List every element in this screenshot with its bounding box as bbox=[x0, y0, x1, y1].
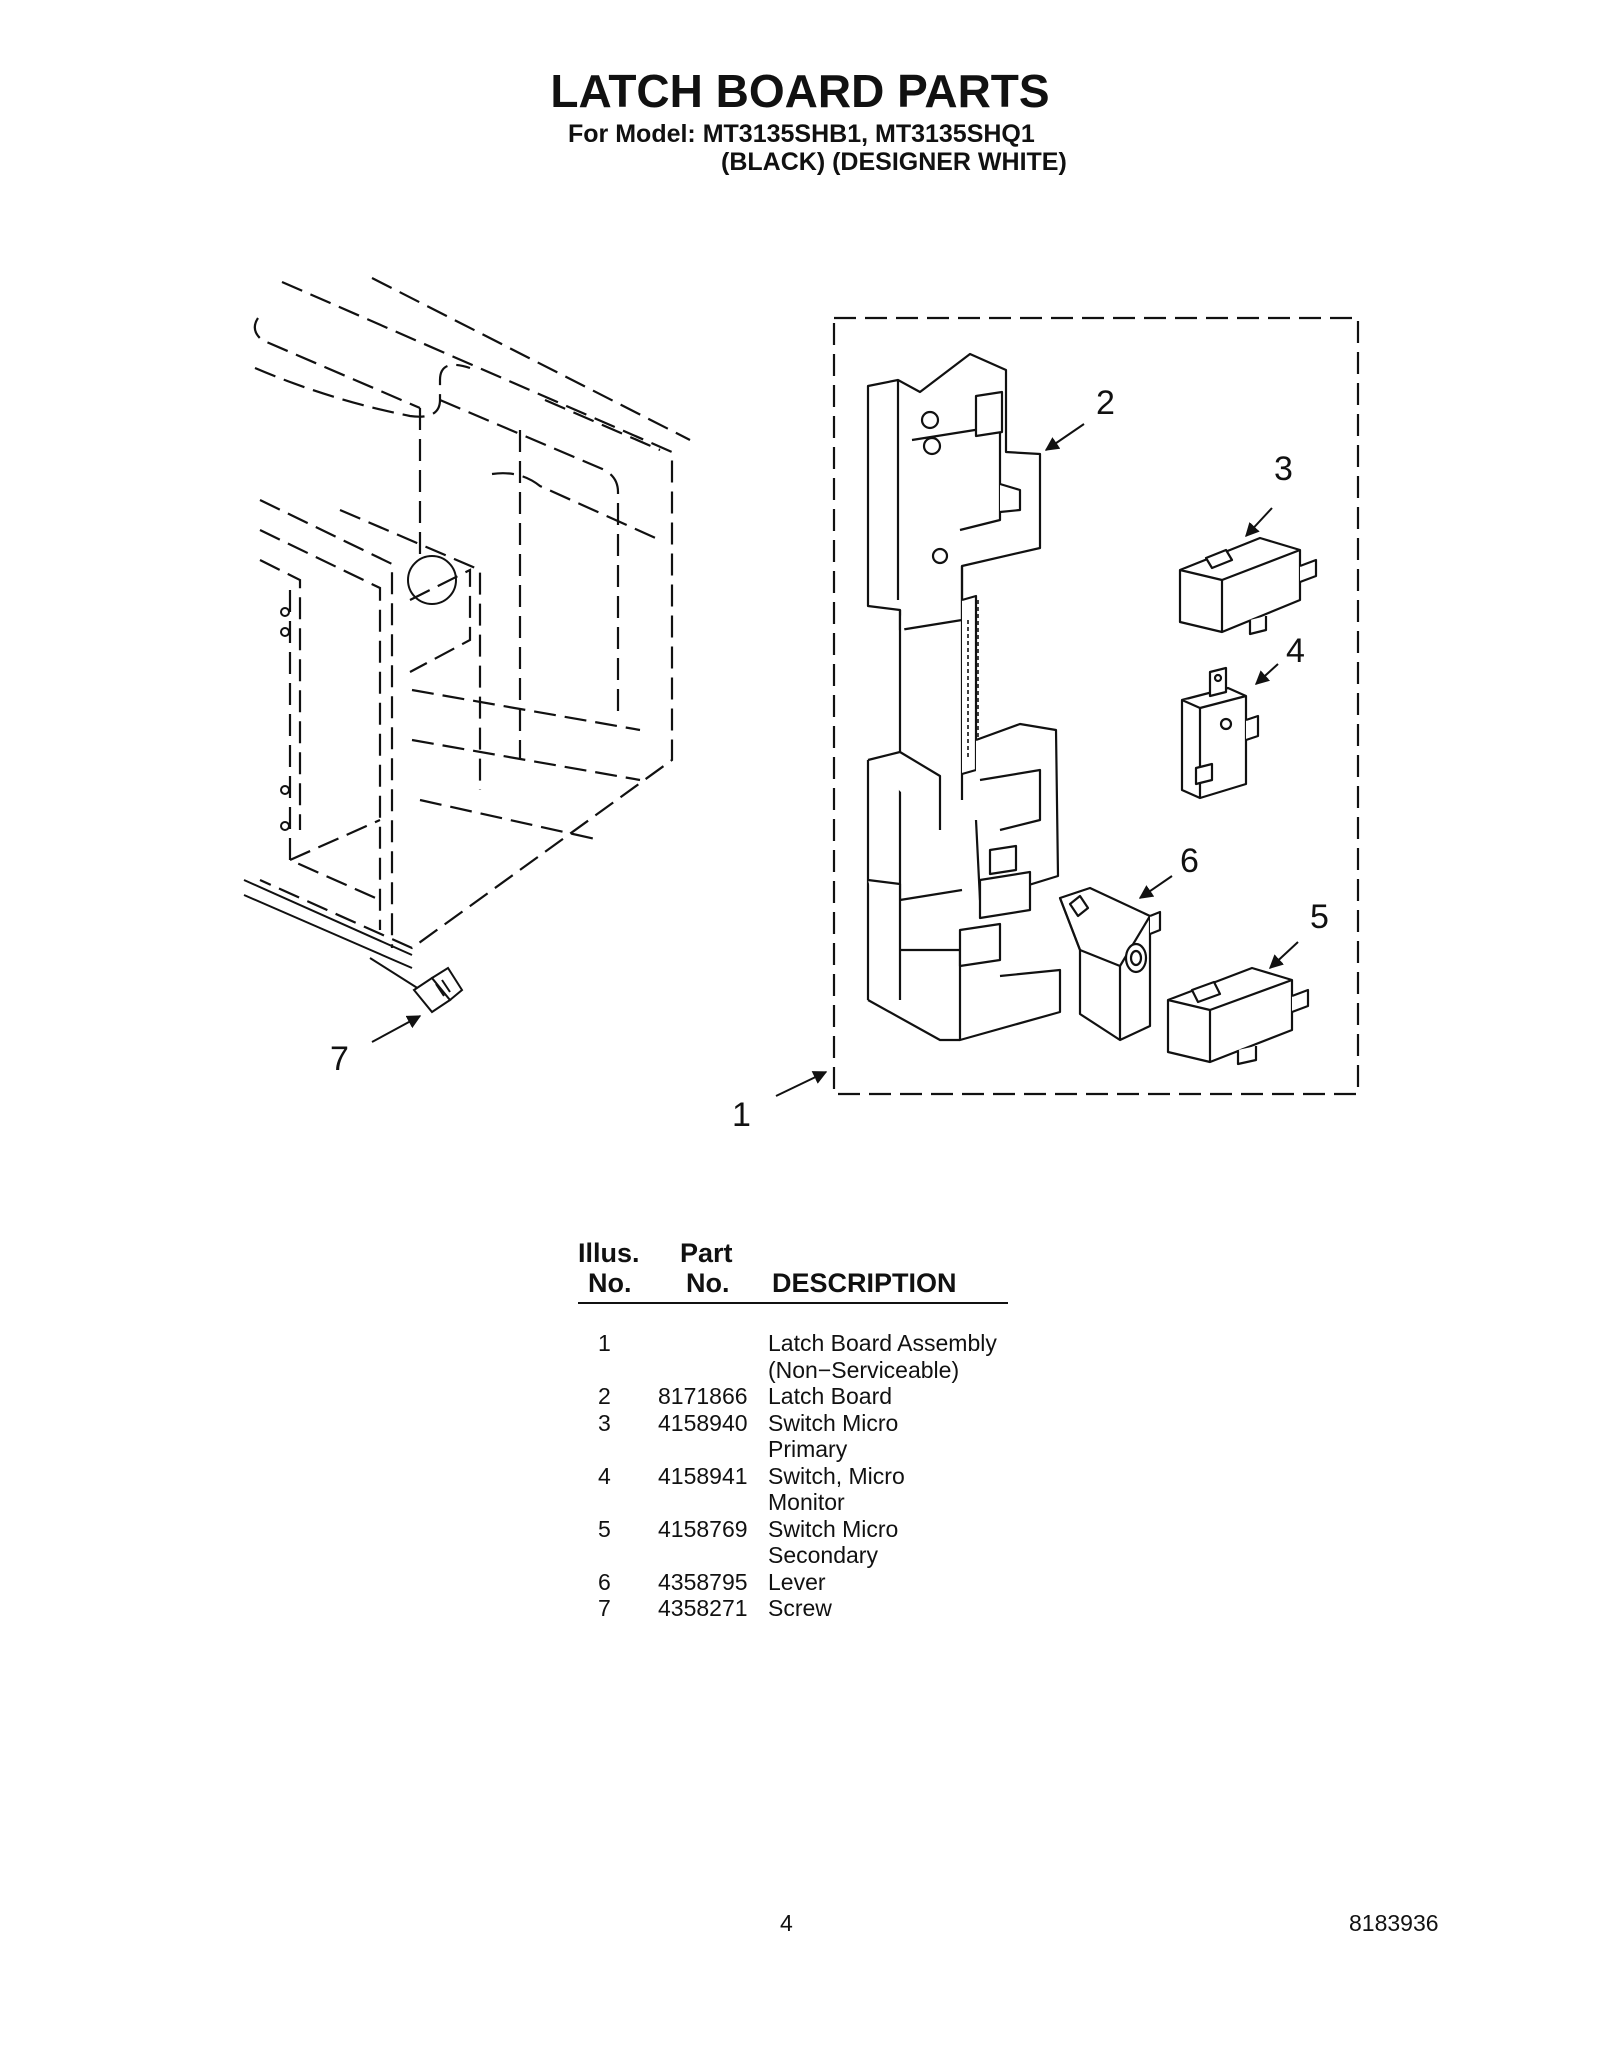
part-number: 4158941 bbox=[658, 1462, 748, 1489]
description-line: Secondary bbox=[768, 1542, 878, 1568]
part-number: 4158940 bbox=[658, 1409, 748, 1436]
header-illus-bottom: No. bbox=[588, 1268, 632, 1298]
description-line: Monitor bbox=[768, 1489, 845, 1515]
description-line: Latch Board Assembly bbox=[768, 1330, 997, 1356]
callout-1: 1 bbox=[732, 1096, 751, 1134]
cavity-solid-edges bbox=[243, 555, 457, 997]
table-row: 1 Latch Board Assembly(Non−Serviceable) bbox=[578, 1330, 1038, 1383]
screw-illustration bbox=[412, 966, 464, 1014]
header-illus-top: Illus. bbox=[578, 1238, 640, 1268]
switch-secondary-illustration bbox=[1166, 966, 1310, 1066]
callout-3: 3 bbox=[1274, 450, 1293, 488]
description-line: Switch, Micro bbox=[768, 1462, 905, 1489]
header-part-bottom: No. bbox=[686, 1268, 730, 1298]
callout-5: 5 bbox=[1310, 898, 1329, 936]
header-rule bbox=[578, 1302, 1008, 1304]
part-description: Screw bbox=[768, 1595, 1038, 1622]
parts-rows: 1 Latch Board Assembly(Non−Serviceable) 2 8… bbox=[578, 1330, 1038, 1622]
part-description: Latch Board bbox=[768, 1383, 1038, 1410]
switch-monitor-illustration bbox=[1180, 666, 1260, 800]
switch-primary-illustration bbox=[1178, 536, 1318, 636]
illus-number: 4 bbox=[598, 1462, 611, 1489]
model-line: For Model: MT3135SHB1, MT3135SHQ1 bbox=[568, 120, 1035, 148]
description-line: Latch Board bbox=[768, 1383, 893, 1409]
illus-number: 2 bbox=[598, 1383, 611, 1409]
callout-leaders bbox=[371, 423, 1299, 1097]
illus-number: 7 bbox=[598, 1595, 611, 1621]
lever-illustration bbox=[1058, 886, 1162, 1042]
part-number: 4358271 bbox=[658, 1595, 748, 1621]
table-row: 6 4358795 Lever bbox=[578, 1569, 1038, 1596]
description-line: Screw bbox=[768, 1595, 832, 1621]
description-line: Primary bbox=[768, 1436, 848, 1462]
part-number: 8171866 bbox=[658, 1383, 748, 1409]
description-line: (Non−Serviceable) bbox=[768, 1356, 960, 1383]
page-number: 4 bbox=[780, 1910, 793, 1936]
illus-number: 1 bbox=[598, 1330, 611, 1356]
part-description: Lever bbox=[768, 1569, 1038, 1596]
exploded-parts-diagram: 1 2 3 4 6 5 7 bbox=[243, 277, 1360, 1134]
microwave-cavity-outline bbox=[253, 277, 691, 950]
table-row: 7 4358271 Screw bbox=[578, 1595, 1038, 1622]
callout-4: 4 bbox=[1286, 632, 1305, 670]
header-part-top: Part bbox=[680, 1238, 733, 1268]
description-line: Switch Micro bbox=[768, 1515, 899, 1542]
latch-board-assembly-boundary bbox=[832, 316, 1360, 1096]
table-row: 2 8171866 Latch Board bbox=[578, 1383, 1038, 1410]
header-description: DESCRIPTION bbox=[772, 1268, 957, 1298]
description-line: Lever bbox=[768, 1568, 826, 1595]
part-number: 4358795 bbox=[658, 1568, 748, 1595]
page-title: LATCH BOARD PARTS bbox=[550, 65, 1050, 117]
callout-2: 2 bbox=[1096, 384, 1115, 422]
callout-6: 6 bbox=[1180, 842, 1199, 880]
variant-line: (BLACK) (DESIGNER WHITE) bbox=[721, 148, 1067, 176]
part-number: 4158769 bbox=[658, 1515, 748, 1542]
document-number: 8183936 bbox=[1349, 1910, 1439, 1936]
part-description: Latch Board Assembly(Non−Serviceable) bbox=[768, 1330, 1038, 1383]
illus-number: 5 bbox=[598, 1515, 611, 1542]
illus-number: 6 bbox=[598, 1568, 611, 1595]
illus-number: 3 bbox=[598, 1409, 611, 1436]
callout-7: 7 bbox=[330, 1040, 349, 1078]
description-line: Switch Micro bbox=[768, 1409, 899, 1436]
latch-board-illustration bbox=[866, 352, 1062, 1042]
